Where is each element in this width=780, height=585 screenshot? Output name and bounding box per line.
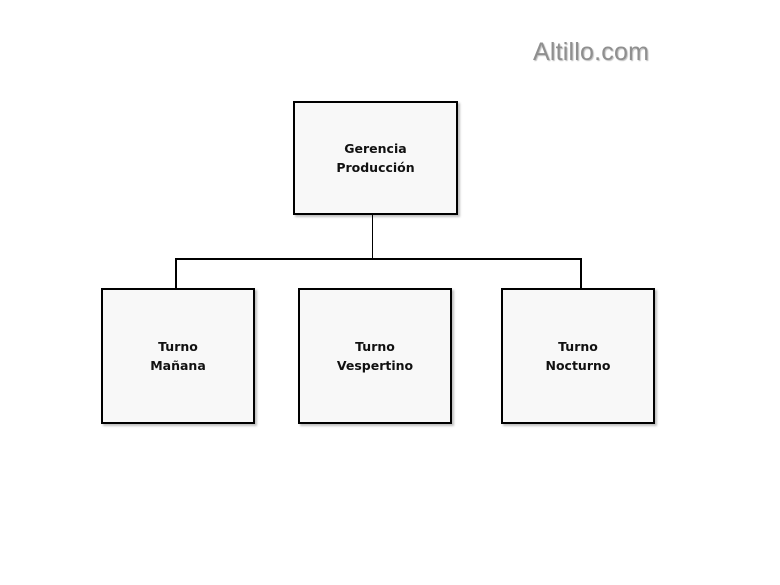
node-gerencia-produccion: Gerencia Producción [293, 101, 458, 215]
node-turno-vespertino: Turno Vespertino [298, 288, 452, 424]
node-turno-manana: Turno Mañana [101, 288, 255, 424]
node-turno-nocturno: Turno Nocturno [501, 288, 655, 424]
connector-horizontal-bar [175, 258, 582, 260]
node-label-line2: Producción [336, 160, 415, 175]
node-label-line1: Gerencia [344, 141, 407, 156]
watermark-logo: Altillo.com [533, 38, 650, 66]
node-label-line1: Turno [355, 339, 395, 354]
node-label-line1: Turno [158, 339, 198, 354]
connector-root-down [372, 215, 373, 259]
connector-child-3 [580, 258, 582, 288]
node-label-line2: Nocturno [545, 358, 611, 373]
node-label-line2: Mañana [150, 358, 206, 373]
node-label-line1: Turno [558, 339, 598, 354]
node-label-line2: Vespertino [336, 358, 414, 373]
connector-child-1 [175, 258, 177, 288]
